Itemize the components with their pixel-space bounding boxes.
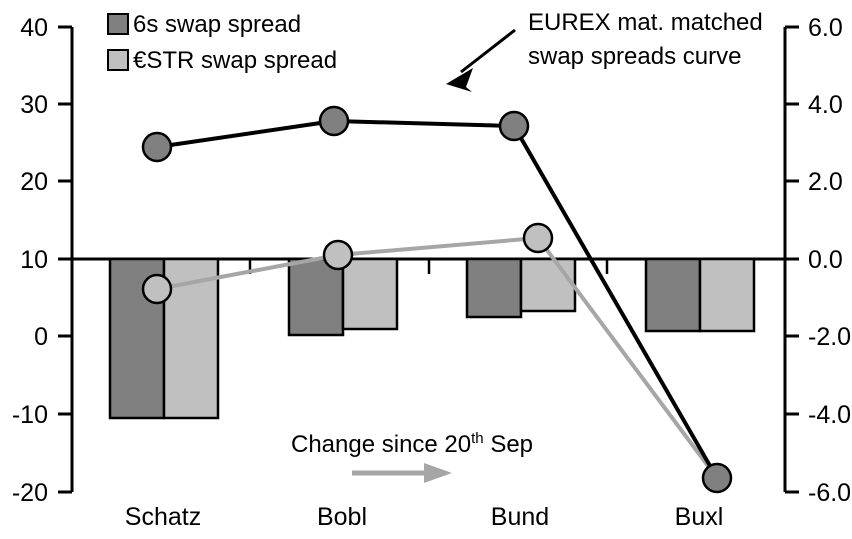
eurex-annotation-arrow-line: [460, 28, 516, 74]
eurex-annotation: EUREX mat. matched swap spreads curve: [446, 9, 763, 92]
eurex-curve-marker-schatz: [141, 131, 173, 163]
right-tick-label-6: 6.0: [808, 14, 843, 42]
eurex-curve-marker-bund: [498, 110, 530, 142]
right-tick-label-minus2: -2.0: [808, 323, 851, 351]
eurex-annotation-arrow-head: [446, 68, 473, 92]
left-tick-label-20: 20: [20, 168, 48, 196]
left-tick-label-30: 30: [20, 91, 48, 119]
eurex-annotation-line2: swap spreads curve: [528, 43, 741, 70]
bar-6s-bobl: [287, 257, 345, 337]
category-label-schatz: Schatz: [125, 503, 201, 531]
legend-label-6s: 6s swap spread: [133, 11, 301, 38]
left-tick-label-minus10: -10: [12, 401, 48, 429]
change-annotation-prefix: Change since 20: [291, 431, 471, 458]
legend-swatch-icon-6s: [107, 13, 129, 35]
change-annotation: Change since 20th Sep: [291, 430, 533, 483]
estr-curve-marker-bobl: [322, 239, 354, 271]
right-axis: 6.0 4.0 2.0 0.0 -2.0 -4.0 -6.0: [783, 14, 851, 507]
change-annotation-suffix: Sep: [484, 431, 533, 458]
eurex-curve-marker-buxl: [701, 462, 733, 494]
bar-estr-buxl: [698, 257, 756, 333]
estr-curve-series: [141, 222, 719, 480]
legend-label-estr: €STR swap spread: [133, 47, 337, 74]
right-tick-label-2: 2.0: [808, 168, 843, 196]
bar-estr-bobl: [341, 257, 399, 331]
legend-swatch-icon-estr: [107, 49, 129, 71]
category-labels: Schatz Bobl Bund Buxl: [125, 503, 724, 531]
estr-curve-marker-schatz: [141, 273, 173, 305]
estr-curve-marker-bund: [522, 222, 554, 254]
change-annotation-text: Change since 20th Sep: [291, 430, 533, 458]
right-tick-label-0: 0.0: [808, 246, 843, 274]
left-tick-label-40: 40: [20, 14, 48, 42]
eurex-curve-marker-bobl: [318, 105, 350, 137]
right-tick-label-minus4: -4.0: [808, 401, 851, 429]
right-axis-ticks: [785, 25, 799, 494]
right-tick-label-4: 4.0: [808, 91, 843, 119]
eurex-curve-line: [156, 119, 719, 479]
bar-estr-bund: [519, 257, 577, 313]
legend: 6s swap spread €STR swap spread: [107, 11, 337, 74]
left-tick-label-10: 10: [20, 246, 48, 274]
right-tick-label-minus6: -6.0: [808, 479, 851, 507]
estr-curve-line: [156, 236, 719, 480]
category-label-buxl: Buxl: [675, 503, 724, 531]
bar-6s-buxl: [644, 257, 702, 333]
bar-6s-bund: [465, 257, 523, 319]
change-annotation-arrow-head: [424, 463, 452, 483]
legend-item-estr-swap-spread[interactable]: €STR swap spread: [107, 47, 337, 74]
change-annotation-superscript: th: [471, 430, 484, 447]
legend-item-6s-swap-spread[interactable]: 6s swap spread: [107, 11, 301, 38]
left-tick-label-0: 0: [34, 323, 48, 351]
left-tick-label-minus20: -20: [12, 479, 48, 507]
eurex-curve-series: [141, 105, 733, 494]
category-label-bund: Bund: [491, 503, 549, 531]
left-axis: 40 30 20 10 0 -10 -20: [12, 14, 74, 507]
eurex-annotation-line1: EUREX mat. matched: [528, 9, 763, 36]
left-axis-ticks: [58, 25, 72, 494]
category-label-bobl: Bobl: [317, 503, 367, 531]
